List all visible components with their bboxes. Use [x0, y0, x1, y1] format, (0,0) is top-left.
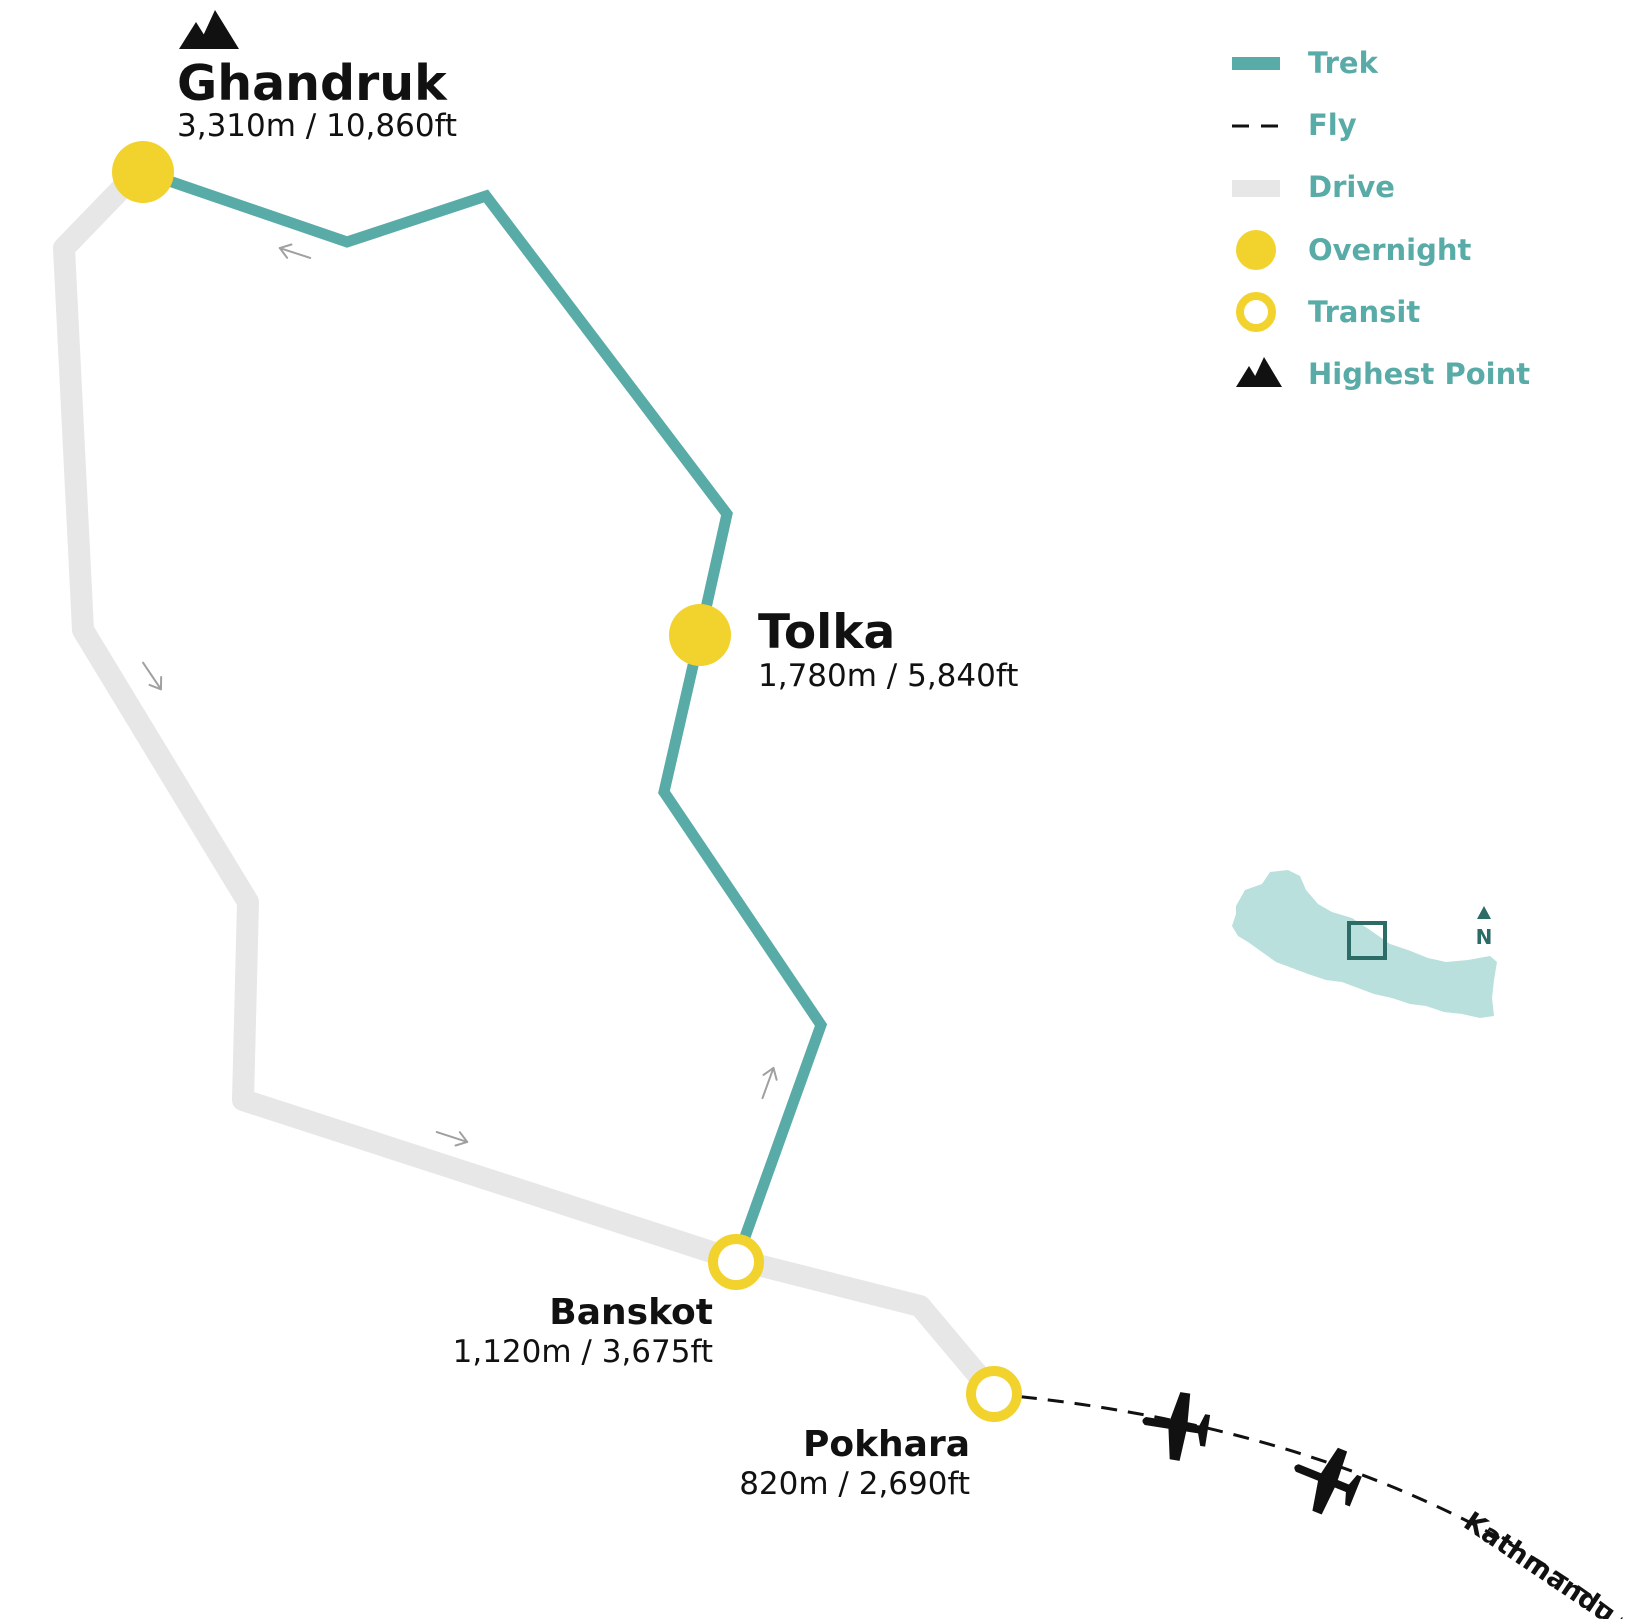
map-legend: Trek Fly Drive Overnight Transit Highest… — [1232, 46, 1530, 391]
highest-point-mountain-icon — [179, 10, 239, 49]
nepal-inset-map: N — [1232, 870, 1497, 1018]
drive-route — [53, 161, 1005, 1405]
direction-arrow-icon — [761, 1066, 778, 1100]
airplane-icon — [1294, 1447, 1362, 1515]
direction-arrow-icon — [142, 661, 163, 691]
direction-arrow-icon — [435, 1131, 469, 1147]
nepal-country-shape — [1232, 870, 1497, 1018]
place-altitude-tolka: 1,780m / 5,840ft — [758, 658, 1018, 694]
transit-marker-pokhara[interactable] — [966, 1366, 1022, 1422]
legend-label-fly: Fly — [1308, 108, 1357, 142]
trek-route — [141, 166, 828, 1264]
destination-label: Kathmandu — [1458, 1506, 1621, 1619]
place-name-banskot: Banskot — [549, 1292, 713, 1333]
place-name-ghandruk: Ghandruk — [177, 55, 448, 112]
north-label: N — [1476, 925, 1493, 949]
place-altitude-pokhara: 820m / 2,690ft — [739, 1466, 970, 1502]
legend-label-overnight: Overnight — [1308, 233, 1472, 267]
place-altitude-ghandruk: 3,310m / 10,860ft — [177, 108, 457, 144]
overnight-marker-tolka[interactable] — [669, 604, 731, 666]
overnight-circle-icon — [1236, 230, 1276, 270]
trek-line-icon — [1232, 57, 1280, 70]
direction-arrow-icon — [278, 243, 312, 259]
legend-label-highest-point: Highest Point — [1308, 357, 1530, 391]
route-area-frame — [1347, 921, 1387, 960]
legend-label-transit: Transit — [1308, 295, 1420, 329]
place-altitude-banskot: 1,120m / 3,675ft — [453, 1334, 713, 1370]
airplane-icon — [1142, 1392, 1211, 1461]
overnight-marker-ghandruk[interactable] — [112, 141, 174, 203]
place-name-tolka: Tolka — [758, 605, 895, 660]
mountain-icon — [1236, 357, 1282, 387]
legend-label-drive: Drive — [1308, 170, 1395, 204]
legend-label-trek: Trek — [1308, 46, 1379, 80]
drive-line-icon — [1232, 180, 1280, 197]
transit-ring-icon — [1236, 292, 1276, 332]
fly-route — [993, 1392, 1623, 1619]
place-name-pokhara: Pokhara — [803, 1424, 970, 1465]
north-arrow-icon: N — [1476, 906, 1493, 949]
transit-marker-banskot[interactable] — [708, 1234, 764, 1290]
